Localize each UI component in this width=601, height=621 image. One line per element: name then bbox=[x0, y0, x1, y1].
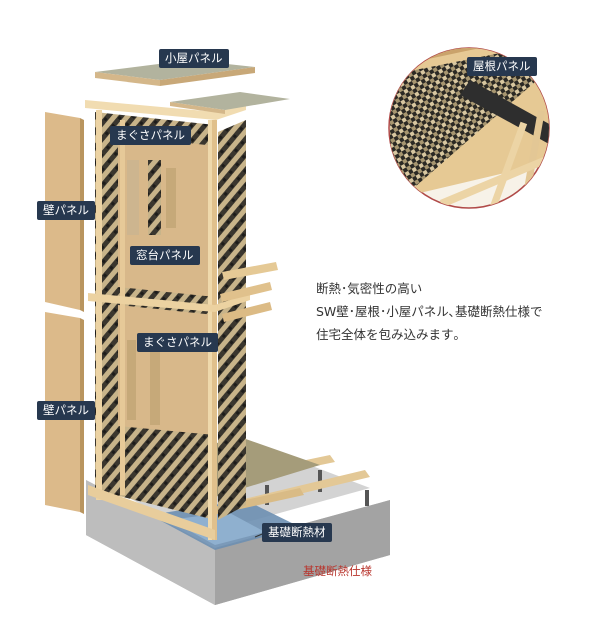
description-line-2: SW壁･屋根･小屋パネル､基礎断熱仕様で bbox=[316, 304, 543, 319]
foundation-insulation-label: 基礎断熱材 bbox=[262, 523, 332, 542]
foundation-insulation-caption: 基礎断熱仕様 bbox=[303, 564, 372, 578]
wall-panel-upper-label: 壁パネル bbox=[37, 201, 95, 220]
description-line-3: 住宅全体を包み込みます｡ bbox=[316, 327, 460, 342]
description-line-1: 断熱･気密性の高い bbox=[316, 281, 423, 296]
roof-panel-detail bbox=[388, 47, 550, 209]
magusa-panel-upper-label: まぐさパネル bbox=[110, 126, 191, 145]
window-sill-panel-label: 窓台パネル bbox=[130, 246, 200, 265]
wall-panel-lower-label: 壁パネル bbox=[37, 401, 95, 420]
wall-panels-exploded bbox=[45, 112, 84, 514]
roof-panel-label: 屋根パネル bbox=[467, 57, 537, 76]
magusa-panel-lower-label: まぐさパネル bbox=[137, 333, 218, 352]
description-text: 断熱･気密性の高い SW壁･屋根･小屋パネル､基礎断熱仕様で 住宅全体を包み込み… bbox=[316, 277, 543, 346]
attic-panel-label: 小屋パネル bbox=[159, 49, 229, 68]
